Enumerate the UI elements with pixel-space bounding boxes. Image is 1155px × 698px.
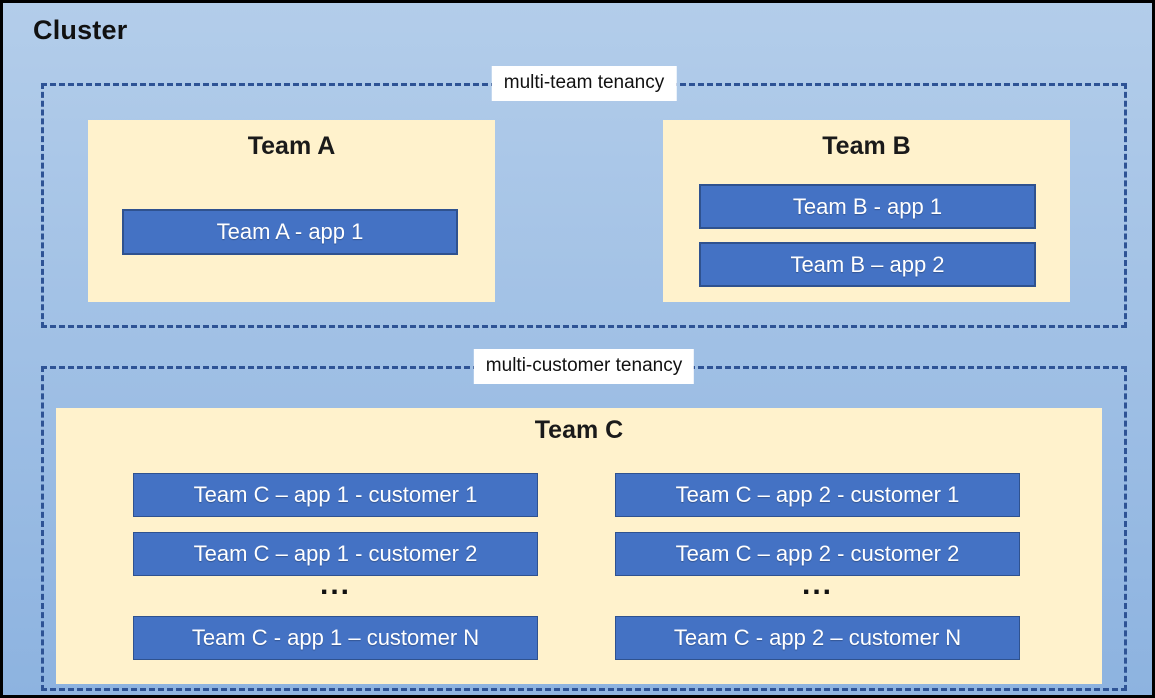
cluster-title: Cluster bbox=[33, 15, 128, 45]
app-box-team-c-app2-customer1: Team C – app 2 - customer 1 bbox=[615, 473, 1020, 517]
section-label-multi-team: multi-team tenancy bbox=[491, 66, 677, 101]
team-c-title: Team C bbox=[534, 416, 624, 444]
team-b-title: Team B bbox=[822, 132, 911, 160]
app-box-team-c-app2-customer2: Team C – app 2 - customer 2 bbox=[615, 532, 1020, 576]
section-multi-team-tenancy: multi-team tenancy Team A Team A - app 1… bbox=[41, 66, 1127, 328]
ellipsis-app1-column: ... bbox=[319, 568, 351, 601]
team-a-title: Team A bbox=[247, 132, 336, 160]
panel-team-b: Team B Team B - app 1 Team B – app 2 bbox=[663, 120, 1070, 302]
app-box-team-b-app1: Team B - app 1 bbox=[699, 184, 1036, 229]
app-box-team-a-app1: Team A - app 1 bbox=[122, 209, 458, 255]
ellipsis-app2-column: ... bbox=[801, 568, 833, 601]
section-label-multi-customer: multi-customer tenancy bbox=[473, 349, 695, 384]
app-box-team-c-app1-customerN: Team C - app 1 – customer N bbox=[133, 616, 538, 660]
panel-team-a: Team A Team A - app 1 bbox=[88, 120, 495, 302]
app-box-team-c-app1-customer1: Team C – app 1 - customer 1 bbox=[133, 473, 538, 517]
app-box-team-c-app2-customerN: Team C - app 2 – customer N bbox=[615, 616, 1020, 660]
panel-team-c: Team C Team C – app 1 - customer 1 Team … bbox=[56, 408, 1102, 684]
app-box-team-b-app2: Team B – app 2 bbox=[699, 242, 1036, 287]
section-multi-customer-tenancy: multi-customer tenancy Team C Team C – a… bbox=[41, 349, 1127, 691]
app-box-team-c-app1-customer2: Team C – app 1 - customer 2 bbox=[133, 532, 538, 576]
